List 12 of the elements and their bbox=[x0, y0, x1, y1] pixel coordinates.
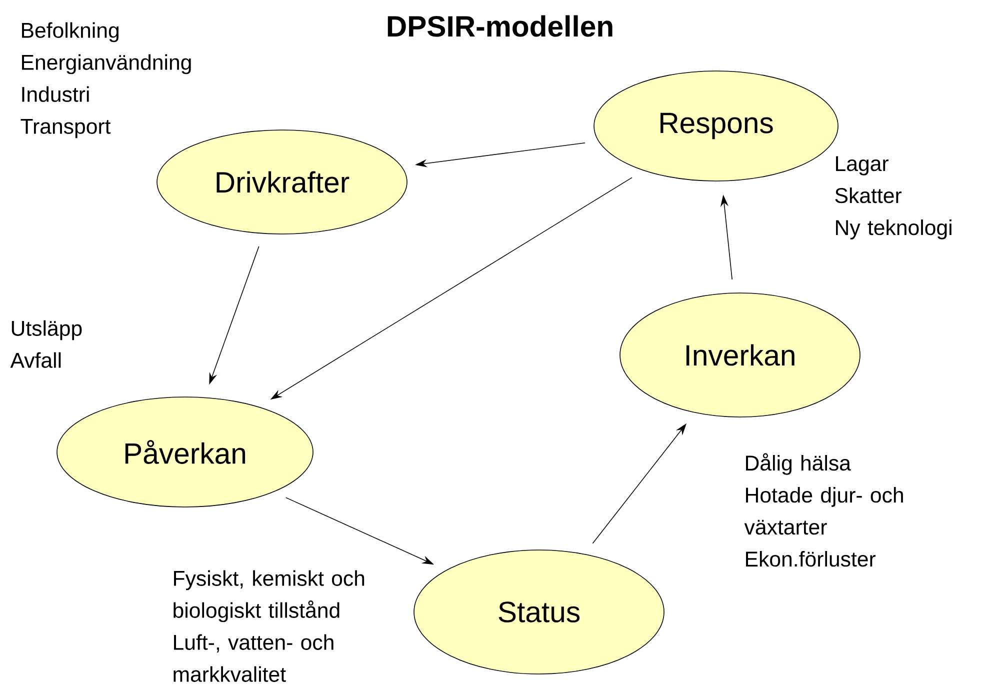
node-label: Industri bbox=[22, 86, 89, 102]
ellipse-node: Drivkrafter bbox=[156, 130, 408, 234]
ellipse-node: Inverkan bbox=[620, 292, 860, 418]
node-label: Transport bbox=[20, 119, 111, 138]
annotation-list: Dålig hälsa Hotade djur- och växtarter Ekon.förluster bbox=[744, 453, 903, 567]
annotation-list: Fysiskt, kemiskt och biologiskt tillstånd Luft-, vatten- och markkvalitet bbox=[174, 570, 364, 682]
node-label: Befolkning bbox=[22, 22, 119, 42]
ellipse-node: Status bbox=[414, 550, 664, 674]
annotation-list: Utsläpp Avfall bbox=[10, 320, 82, 368]
title: DPSIR-modellen bbox=[388, 15, 612, 37]
node-label: Energianvändning bbox=[22, 54, 191, 74]
ellipse-node: Påverkan bbox=[56, 396, 314, 508]
